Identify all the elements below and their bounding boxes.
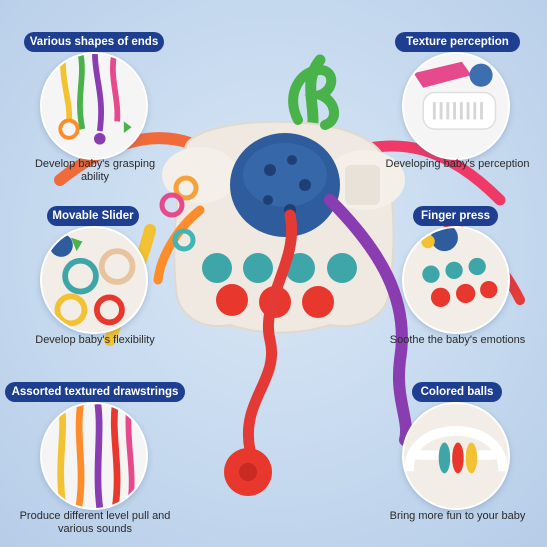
feature-title-slider: Movable Slider [47,206,139,226]
colored-balls-detail-image [402,402,510,510]
feature-caption-balls: Bring more fun to your baby [389,510,526,522]
feature-title-finger: Finger press [413,206,498,226]
feature-title-shapes: Various shapes of ends [24,32,164,52]
feature-title-texture: Texture perception [395,32,520,52]
feature-caption-drawstrings: Produce different level pull and various… [19,510,171,535]
feature-caption-shapes: Develop baby's grasping ability [34,158,156,183]
feature-title-balls: Colored balls [412,382,502,402]
feature-caption-texture: Developing baby's perception [385,158,530,170]
feature-caption-slider: Develop baby's flexibility [35,334,155,346]
feature-title-drawstrings: Assorted textured drawstrings [5,382,185,402]
slider-detail-image [40,226,148,334]
texture-detail-image [402,52,510,160]
ends-detail-image [40,52,148,160]
drawstrings-detail-image [40,402,148,510]
feature-caption-finger: Soothe the baby's emotions [389,334,526,346]
finger-press-detail-image [402,226,510,334]
